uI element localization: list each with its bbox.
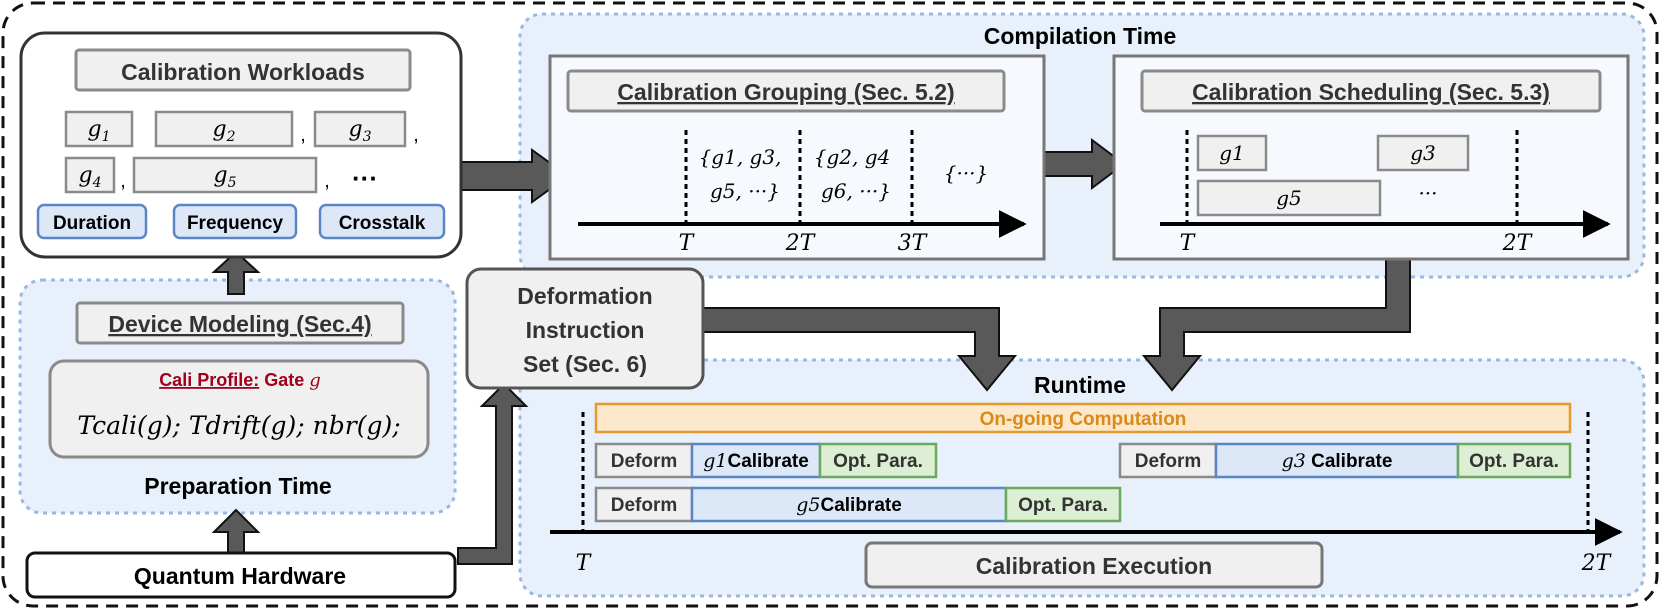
- deformation-line-1: Deformation: [517, 283, 652, 309]
- calibration-execution-box: [864, 541, 1324, 589]
- opt-block-g3: [1456, 442, 1572, 479]
- tag-duration-label: Duration: [53, 213, 131, 234]
- deformation-line-2: Instruction: [526, 317, 645, 343]
- calibration-execution-label: Calibration Execution: [976, 553, 1212, 579]
- grouping-tick-3T: 3T: [898, 231, 929, 256]
- tag-crosstalk: [318, 203, 446, 240]
- gate-label-g5: g5: [213, 163, 236, 191]
- separator: ,: [300, 124, 306, 146]
- calibrate-label-g3: g3 Calibrate: [1282, 450, 1393, 472]
- calibrate-block-g5: [690, 486, 1008, 523]
- runtime-label: Runtime: [1034, 372, 1126, 398]
- tag-duration: [36, 203, 148, 240]
- schedule-block-g5-label: g5: [1276, 186, 1302, 210]
- gate-box-g2: [154, 110, 294, 148]
- separator: ,: [413, 124, 419, 146]
- gate-box-g3: [313, 110, 407, 148]
- grouping-title-box: [566, 69, 1006, 113]
- calibrate-label-g5: g5Calibrate: [796, 494, 902, 516]
- deform-block-g1: [594, 442, 694, 479]
- arrow-deformation-to-runtime: [695, 307, 1018, 392]
- scheduling-ellipsis: ···: [1418, 181, 1437, 205]
- device-modeling-title: Device Modeling (Sec.4): [108, 311, 371, 337]
- quantum-hardware-label: Quantum Hardware: [134, 563, 346, 589]
- gate-box-g4: [64, 156, 116, 194]
- scheduling-title: Calibration Scheduling (Sec. 5.3): [1192, 79, 1550, 105]
- ellipsis: ···: [352, 163, 378, 193]
- gate-box-g5: [132, 156, 318, 194]
- grouping-tick-T: T: [679, 231, 696, 256]
- workloads-title: Calibration Workloads: [121, 59, 365, 85]
- separator: ,: [324, 170, 330, 192]
- opt-block-g1: [818, 442, 938, 479]
- gate-label-g1: g1: [87, 117, 110, 145]
- cali-profile-box: [48, 359, 430, 459]
- runtime-tick-T: T: [576, 551, 593, 576]
- deform-label-g5: Deform: [611, 495, 678, 516]
- opt-label-g5: Opt. Para.: [1018, 495, 1108, 516]
- arrow-modeling-to-workloads: [211, 250, 261, 295]
- group-2-line-1: {g2, g4: [814, 145, 891, 169]
- group-3: {···}: [944, 161, 989, 185]
- scheduling-tick-T: T: [1180, 231, 1197, 256]
- cali-profile-heading: Cali Profile: Gate g: [159, 370, 321, 391]
- arrow-grouping-to-scheduling: [1036, 138, 1126, 190]
- deformation-instruction-box: [465, 267, 705, 390]
- group-2-line-2: g6, ···}: [821, 179, 891, 203]
- device-modeling-box: [75, 301, 405, 345]
- grouping-title: Calibration Grouping (Sec. 5.2): [617, 79, 954, 105]
- group-1-line-2: g5, ···}: [710, 179, 780, 203]
- opt-label-g1: Opt. Para.: [833, 451, 923, 472]
- deformation-line-3: Set (Sec. 6): [523, 351, 647, 377]
- arrow-hardware-to-deformation: [457, 382, 529, 565]
- gate-label-g4: g4: [78, 163, 101, 191]
- schedule-block-g1: [1196, 134, 1268, 172]
- compilation-time-label: Compilation Time: [984, 23, 1177, 49]
- schedule-block-g1-label: g1: [1219, 141, 1245, 165]
- calibrate-block-g3: [1214, 442, 1460, 479]
- grouping-tick-2T: 2T: [785, 231, 817, 256]
- group-1-line-1: {g1, g3,: [699, 145, 782, 169]
- scheduling-tick-2T: 2T: [1502, 231, 1534, 256]
- tag-frequency-label: Frequency: [187, 213, 284, 234]
- tag-frequency: [172, 203, 298, 240]
- opt-label-g3: Opt. Para.: [1469, 451, 1559, 472]
- schedule-block-g3: [1376, 134, 1470, 172]
- deform-label-g3: Deform: [1135, 451, 1202, 472]
- runtime-tick-2T: 2T: [1581, 551, 1613, 576]
- gate-label-g3: g3: [348, 117, 371, 145]
- opt-block-g5: [1004, 486, 1122, 523]
- arrow-hardware-to-preparation: [211, 508, 261, 557]
- gate-box-g1: [64, 110, 134, 148]
- tag-crosstalk-label: Crosstalk: [339, 213, 426, 234]
- calibrate-label-g1: g1Calibrate: [703, 450, 809, 472]
- preparation-time-label: Preparation Time: [144, 473, 331, 499]
- workloads-title-box: [74, 48, 412, 92]
- deform-label-g1: Deform: [611, 451, 678, 472]
- arrow-scheduling-to-runtime: [1141, 249, 1411, 392]
- cali-profile-formula: Tcali(g); Tdrift(g); nbr(g);: [77, 411, 400, 440]
- quantum-hardware-box: [25, 551, 457, 599]
- schedule-block-g3-label: g3: [1410, 141, 1436, 165]
- calibrate-block-g1: [690, 442, 822, 479]
- gate-label-g2: g2: [212, 117, 235, 145]
- schedule-block-g5: [1196, 179, 1382, 217]
- ongoing-computation-bar: [594, 402, 1572, 434]
- ongoing-computation-label: On-going Computation: [980, 409, 1187, 430]
- scheduling-title-box: [1140, 69, 1602, 113]
- separator: ,: [120, 170, 126, 192]
